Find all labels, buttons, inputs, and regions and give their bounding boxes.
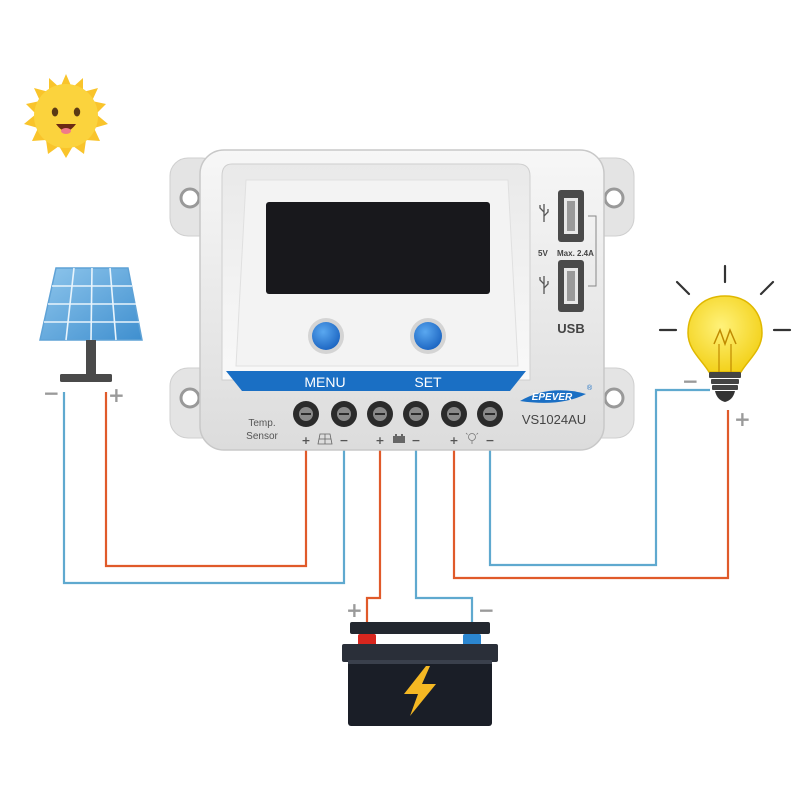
terminal-sign: + (375, 434, 384, 447)
load-positive-sign: + (734, 407, 751, 431)
wires (62, 388, 730, 636)
solar-negative-wire (62, 392, 346, 585)
mounting-hole (179, 187, 625, 409)
terminal-sign: + (449, 434, 458, 447)
battery-negative-sign: − (478, 598, 495, 622)
menu-label: MENU (304, 374, 345, 390)
battery-positive-wire (365, 440, 382, 636)
sensor-label: Sensor (246, 431, 278, 442)
terminal-sign: − (485, 434, 494, 447)
solar-panel-icon (317, 433, 333, 445)
terminal-screw[interactable] (293, 401, 319, 427)
terminal-sign: + (301, 434, 310, 447)
solar-negative-sign: − (43, 381, 60, 405)
epever-logo: EPEVER ® (520, 384, 593, 403)
terminal-sign: − (339, 434, 348, 447)
solar-positive-sign: + (108, 383, 125, 407)
sun-icon (24, 74, 108, 158)
lightning-bolt-icon (404, 666, 436, 716)
usb-symbol-icon (539, 204, 549, 294)
terminal-screw[interactable] (367, 401, 393, 427)
terminal-screw[interactable] (331, 401, 357, 427)
menu-button[interactable] (308, 318, 344, 354)
terminal-screw[interactable] (477, 401, 503, 427)
brand-registered-mark: ® (587, 384, 593, 392)
usb-voltage: 5V (538, 249, 548, 258)
set-button[interactable] (410, 318, 446, 354)
load-negative-sign: − (682, 369, 699, 393)
solar-positive-wire (104, 392, 308, 568)
terminal-screw[interactable] (441, 401, 467, 427)
battery-positive-sign: + (346, 598, 363, 622)
usb-current: Max. 2.4A (557, 249, 594, 258)
battery-negative-wire (414, 440, 474, 636)
load-positive-wire (452, 410, 730, 580)
brand-name: EPEVER (532, 392, 573, 403)
terminal-block: + − + − + − (293, 401, 503, 447)
load-negative-wire (488, 388, 710, 567)
temp-label: Temp. (248, 418, 275, 429)
charge-controller: MENU SET 5V Max. 2.4A USB (169, 149, 635, 451)
button-label-strip (226, 371, 526, 391)
battery: + − (342, 598, 498, 726)
light-bulb-load: − + (658, 264, 792, 431)
usb-ports: 5V Max. 2.4A USB (538, 190, 597, 336)
model-number: VS1024AU (522, 412, 586, 427)
set-label: SET (414, 374, 442, 390)
load-bulb-icon (465, 432, 479, 444)
battery-icon (393, 434, 405, 443)
lcd-screen (266, 202, 490, 294)
solar-panel: − + (39, 267, 143, 407)
usb-label: USB (557, 321, 584, 336)
terminal-screw[interactable] (403, 401, 429, 427)
terminal-sign: − (411, 434, 420, 447)
